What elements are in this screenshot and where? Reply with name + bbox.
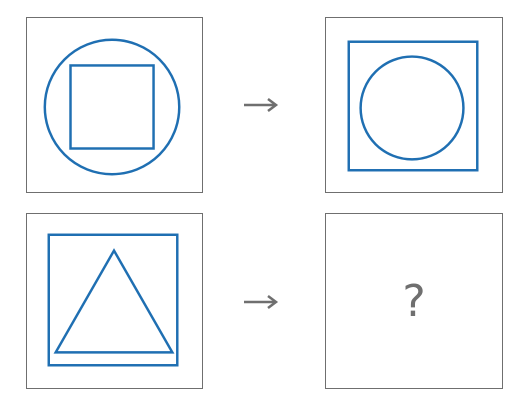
right-arrow-icon	[244, 98, 279, 112]
outer-square-shape	[47, 233, 179, 367]
panel-b-figure	[347, 40, 479, 172]
panel-square-with-circle	[325, 17, 503, 193]
panel-c-figure	[47, 233, 179, 367]
question-mark: ?	[402, 275, 426, 327]
outer-circle-shape	[43, 38, 181, 176]
outer-square-shape	[347, 40, 479, 172]
panel-circle-with-square	[26, 17, 203, 193]
panel-square-with-triangle	[26, 213, 203, 389]
inner-square-shape	[69, 64, 155, 150]
right-arrow-icon	[244, 295, 279, 309]
inner-circle-shape	[359, 55, 465, 161]
panel-answer-unknown: ?	[325, 213, 503, 389]
panel-a-figure	[43, 38, 181, 176]
inner-triangle-shape	[53, 248, 175, 354]
